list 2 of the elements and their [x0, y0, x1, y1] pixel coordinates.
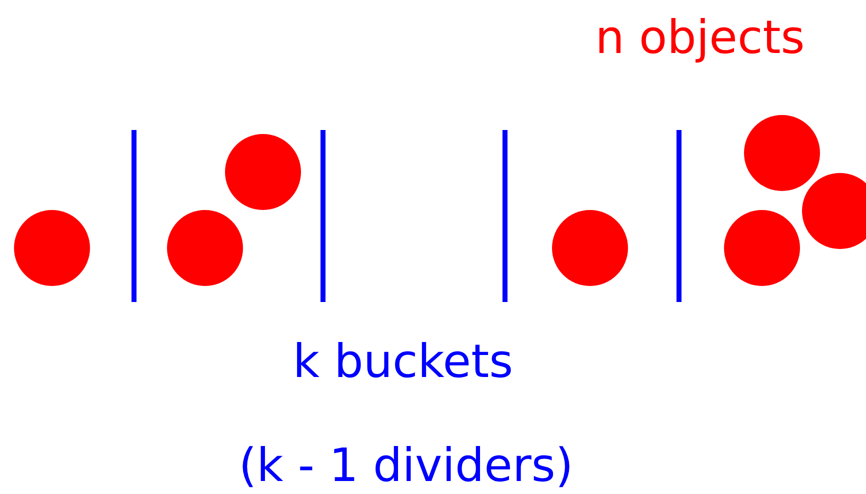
- buckets-label: k buckets: [292, 338, 514, 384]
- dividers-label: (k - 1 dividers): [238, 442, 574, 488]
